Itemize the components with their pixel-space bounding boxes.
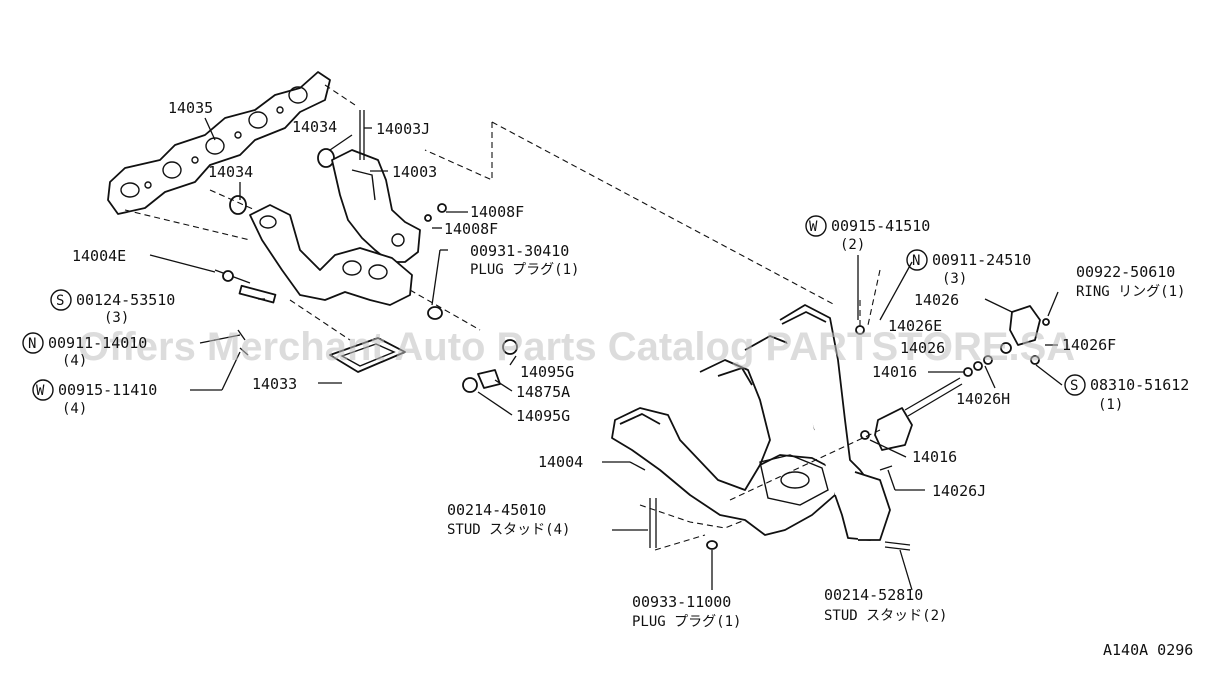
label-00915a: 00915-41510 bbox=[831, 217, 930, 235]
prefix-w-00915b: W bbox=[32, 379, 54, 401]
label-14003j: 14003J bbox=[376, 120, 430, 138]
riser-body-drawing bbox=[249, 204, 413, 306]
label-00124-sub: (3) bbox=[104, 310, 129, 326]
label-14026e: 14026E bbox=[888, 317, 942, 335]
label-14026j: 14026J bbox=[932, 482, 986, 500]
label-14026: 14026 bbox=[914, 291, 959, 309]
manifold-14004-drawing bbox=[611, 304, 891, 541]
prefix-w-letter: W bbox=[809, 219, 818, 235]
label-14033: 14033 bbox=[252, 375, 297, 393]
prefix-n-letter: N bbox=[28, 336, 36, 352]
label-08310: 08310-51612 bbox=[1090, 376, 1189, 394]
plug-00933 bbox=[706, 540, 718, 550]
label-14004: 14004 bbox=[538, 453, 583, 471]
label-00915b: 00915-11410 bbox=[58, 381, 157, 399]
label-14004e: 14004E bbox=[72, 247, 126, 265]
label-14034-upper: 14034 bbox=[292, 118, 337, 136]
label-14026-second: 14026 bbox=[900, 339, 945, 357]
label-08310-sub: (1) bbox=[1098, 397, 1123, 413]
label-14026h: 14026H bbox=[956, 390, 1010, 408]
alignment-lines bbox=[124, 84, 881, 551]
label-00922: 00922-50610 bbox=[1076, 263, 1175, 281]
label-14008f-b: 14008F bbox=[444, 220, 498, 238]
gasket-14035-drawing bbox=[107, 71, 331, 215]
label-00911a: 00911-14010 bbox=[48, 334, 147, 352]
label-00911a-sub: (4) bbox=[62, 353, 87, 369]
label-14035: 14035 bbox=[168, 99, 213, 117]
prefix-n-letter: N bbox=[912, 253, 920, 269]
label-14016-b: 14016 bbox=[912, 448, 957, 466]
label-00915b-sub: (4) bbox=[62, 401, 87, 417]
watermark-text: Offers Merchant Auto Parts Catalog PARTS… bbox=[78, 325, 1075, 369]
label-14026f: 14026F bbox=[1062, 336, 1116, 354]
label-00922-sub: RING リング(1) bbox=[1076, 284, 1185, 300]
prefix-s-letter: S bbox=[1070, 378, 1078, 394]
label-00214-52810-sub: STUD スタッド(2) bbox=[824, 608, 947, 624]
label-00915a-sub: (2) bbox=[840, 237, 865, 253]
prefix-n-00911a: N bbox=[22, 332, 44, 354]
prefix-w-letter: W bbox=[36, 383, 45, 399]
label-00911b: 00911-24510 bbox=[932, 251, 1031, 269]
part-14875a bbox=[477, 369, 501, 389]
label-00911b-sub: (3) bbox=[942, 271, 967, 287]
bolt-14004e bbox=[214, 269, 251, 284]
label-00214-45010-sub: STUD スタッド(4) bbox=[447, 522, 570, 538]
prefix-s-08310: S bbox=[1064, 374, 1086, 396]
leader-lines bbox=[149, 117, 1063, 591]
label-00933: 00933-11000 bbox=[632, 593, 731, 611]
label-00931: 00931-30410 bbox=[470, 242, 569, 260]
washer-14034-upper bbox=[317, 148, 335, 168]
washer-14034-lower bbox=[229, 195, 247, 215]
part-14095g-lower bbox=[462, 377, 478, 393]
washer-00915-lower bbox=[239, 347, 249, 356]
label-00933-sub: PLUG プラグ(1) bbox=[632, 614, 741, 630]
label-14008f-a: 14008F bbox=[470, 203, 524, 221]
label-14003: 14003 bbox=[392, 163, 437, 181]
housing-14003-drawing bbox=[331, 110, 421, 263]
label-14016-a: 14016 bbox=[872, 363, 917, 381]
label-00124: 00124-53510 bbox=[76, 291, 175, 309]
bracket-14026-drawing bbox=[855, 305, 1050, 471]
figure-code: A140A 0296 bbox=[1103, 641, 1193, 659]
label-14875a: 14875A bbox=[516, 383, 570, 401]
bolt-00124 bbox=[238, 284, 277, 304]
plug-14008f-b bbox=[424, 214, 432, 222]
prefix-s-letter: S bbox=[56, 293, 64, 309]
stud-00214-45010 bbox=[649, 498, 657, 548]
label-00214-45010: 00214-45010 bbox=[447, 501, 546, 519]
stud-00214-52810 bbox=[884, 541, 911, 551]
washer-00911 bbox=[237, 329, 246, 341]
prefix-s-00124: S bbox=[50, 289, 72, 311]
label-14034-lower: 14034 bbox=[208, 163, 253, 181]
label-14095g-b: 14095G bbox=[516, 407, 570, 425]
prefix-n-00911b: N bbox=[906, 249, 928, 271]
plug-14008f-a bbox=[437, 203, 447, 213]
label-00214-52810: 00214-52810 bbox=[824, 586, 923, 604]
label-14095g-a: 14095G bbox=[520, 363, 574, 381]
label-00931-sub: PLUG プラグ(1) bbox=[470, 262, 579, 278]
part-labels: 14035 14034 14003J 14003 14034 14008F 14… bbox=[48, 99, 1193, 659]
plug-00931 bbox=[427, 306, 443, 320]
prefix-w-00915a: W bbox=[805, 215, 827, 237]
part-14095g-upper bbox=[502, 339, 518, 355]
gasket-14033-drawing bbox=[329, 337, 406, 373]
